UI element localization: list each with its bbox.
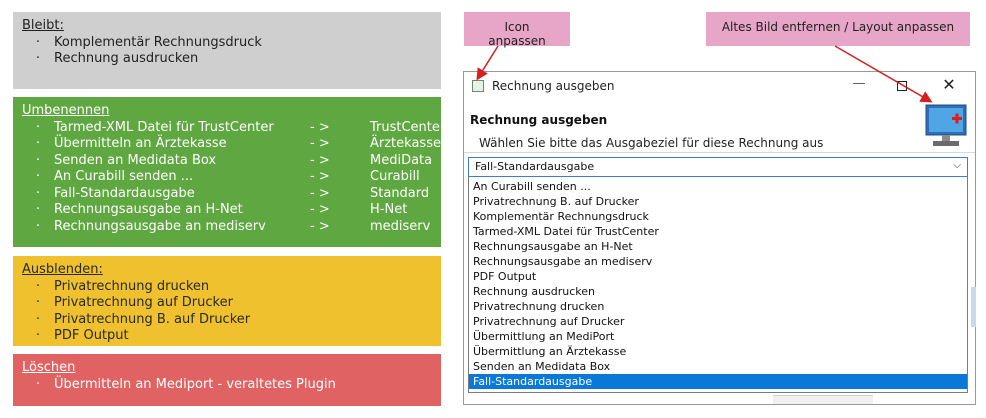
loeschen-box: Löschen ·Übermitteln an Mediport - veral… (13, 354, 441, 406)
note-icon-anpassen: Icon anpassen (464, 12, 570, 48)
rename-row: ·Rechnungsausgabe an mediserv- >mediserv (35, 218, 431, 234)
output-target-select[interactable]: Fall-Standardausgabe ⌵ (468, 157, 968, 177)
dropdown-option[interactable]: Übermittlung an MediPort (473, 330, 615, 343)
rename-row: ·Fall-Standardausgabe- >Standard (35, 185, 430, 201)
rechnung-dialog: Rechnung ausgeben — ✕ Rechnung ausgeben … (463, 71, 976, 405)
chevron-down-icon[interactable]: ⌵ (953, 160, 961, 171)
dialog-button[interactable] (773, 395, 873, 404)
loeschen-title: Löschen (22, 360, 76, 375)
dropdown-list: An Curabill senden ... Privatrechnung B.… (468, 177, 968, 393)
rename-row: ·An Curabill senden ...- >Curabill (35, 169, 420, 184)
dropdown-option[interactable]: Privatrechnung drucken (473, 300, 605, 313)
arrow-to-monitor-icon (834, 45, 933, 103)
separator (464, 152, 975, 153)
arrow-to-title-icon (476, 45, 499, 81)
list-item: ·Komplementär Rechnungsdruck (35, 34, 262, 50)
umbenennen-title: Umbenennen (22, 103, 110, 118)
close-button[interactable]: ✕ (942, 75, 956, 94)
monitor-add-icon (925, 104, 967, 146)
bleibt-box: Bleibt: ·Komplementär Rechnungsdruck ·Re… (13, 12, 441, 89)
dialog-heading: Rechnung ausgeben (470, 113, 608, 127)
rename-row: ·Rechnungsausgabe an H-Net- >H-Net (35, 202, 408, 217)
title-bar[interactable]: Rechnung ausgeben — ✕ (464, 72, 975, 100)
dropdown-option[interactable]: Rechnung ausdrucken (473, 285, 596, 298)
rename-row: ·Senden an Medidata Box- >MediData (35, 152, 433, 168)
list-item: ·Rechnung ausdrucken (35, 51, 199, 66)
dropdown-option[interactable]: Privatrechnung B. auf Drucker (473, 195, 639, 208)
dropdown-option[interactable]: Komplementär Rechnungsdruck (473, 210, 649, 223)
scrollbar[interactable] (971, 287, 976, 327)
dialog-subtitle: Wählen Sie bitte das Ausgabeziel für die… (479, 136, 824, 150)
ausblenden-box: Ausblenden: ·Privatrechnung drucken ·Pri… (13, 256, 441, 346)
window-title: Rechnung ausgeben (492, 79, 615, 93)
list-item: ·PDF Output (35, 328, 129, 343)
minimize-button[interactable]: — (852, 76, 866, 91)
dropdown-option[interactable]: PDF Output (473, 270, 537, 283)
note-layout-anpassen: Altes Bild entfernen / Layout anpassen (706, 12, 970, 46)
maximize-button[interactable] (892, 76, 914, 94)
dropdown-option[interactable]: An Curabill senden ... (473, 180, 591, 193)
dropdown-option-selected[interactable]: Fall-Standardausgabe (469, 374, 967, 389)
list-item: ·Privatrechnung auf Drucker (35, 295, 233, 310)
list-item: ·Übermitteln an Mediport - veraltetes Pl… (35, 376, 336, 392)
list-item: ·Privatrechnung drucken (35, 278, 210, 294)
dropdown-option[interactable]: Tarmed-XML Datei für TrustCenter (473, 225, 659, 238)
dropdown-option[interactable]: Rechnungsausgabe an mediserv (473, 255, 653, 268)
rename-row: ·Tarmed-XML Datei für TrustCenter- >Trus… (35, 119, 446, 135)
dropdown-option[interactable]: Privatrechnung auf Drucker (473, 315, 625, 328)
dropdown-option[interactable]: Übermittlung an Ärztekasse (473, 345, 627, 358)
list-item: ·Privatrechnung B. auf Drucker (35, 311, 251, 327)
dropdown-option[interactable]: Rechnungsausgabe an H-Net (473, 240, 633, 253)
bleibt-title: Bleibt: (22, 18, 64, 33)
maximize-icon (897, 81, 907, 91)
dropdown-option[interactable]: Senden an Medidata Box (473, 360, 611, 373)
select-value: Fall-Standardausgabe (475, 160, 595, 173)
rename-row: ·Übermitteln an Ärztekasse- >Ärztekasse (35, 136, 441, 151)
ausblenden-title: Ausblenden: (22, 262, 103, 277)
umbenennen-box: Umbenennen ·Tarmed-XML Datei für TrustCe… (13, 97, 446, 247)
